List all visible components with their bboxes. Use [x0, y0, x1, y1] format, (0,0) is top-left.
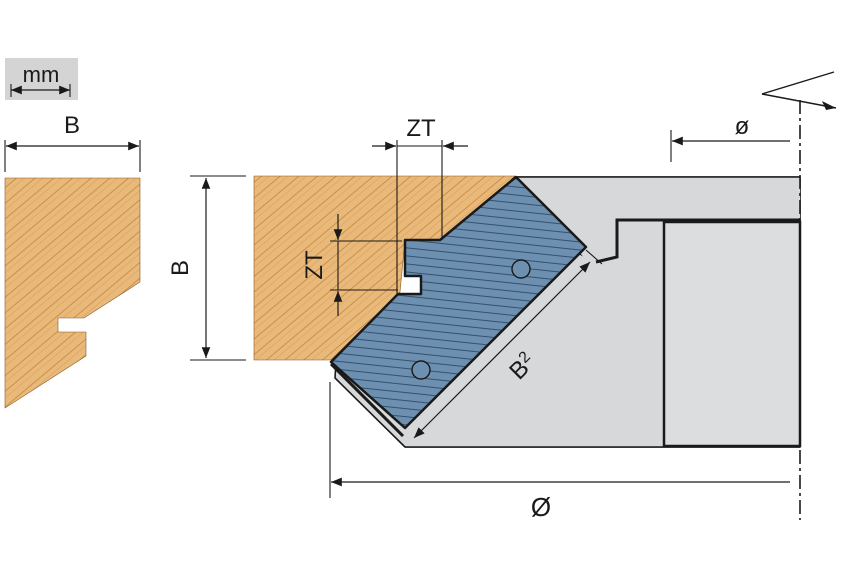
rotation-arrow	[761, 71, 837, 110]
small-diameter-dimension: ø	[670, 113, 790, 162]
knife-screw-bottom	[411, 360, 431, 380]
height-dimension: B	[167, 175, 246, 361]
unit-badge-label: mm	[23, 62, 60, 87]
zt-side-dimension: ZT	[301, 214, 402, 316]
diameter-bottom-label: Ø	[531, 492, 551, 522]
finished-profile: B	[4, 112, 141, 409]
knife-base-edge	[329, 362, 405, 438]
knife-screw-top	[511, 259, 531, 279]
profile-wood	[4, 177, 141, 409]
workpiece-height-label: B	[167, 260, 194, 276]
cutter-step	[595, 218, 800, 264]
large-diameter-dimension: Ø	[329, 382, 790, 522]
tongue-width-top-label: ZT	[406, 115, 436, 142]
diameter-top-label: ø	[735, 113, 750, 140]
cutter-bore	[662, 220, 802, 448]
unit-badge: mm	[5, 58, 78, 100]
zt-top-dimension: ZT	[372, 115, 468, 296]
profile-width-label: B	[64, 112, 80, 139]
tongue-width-side-label: ZT	[301, 250, 328, 280]
